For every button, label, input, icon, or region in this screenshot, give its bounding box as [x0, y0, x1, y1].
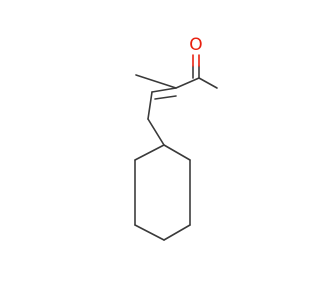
chain-bond-ch2-ch: [147, 91, 153, 120]
methyl-bond: [135, 74, 177, 89]
ring-bond-4: [134, 224, 165, 241]
side-chain: [135, 54, 218, 146]
molecule-diagram: O: [134, 35, 218, 241]
ring-bond-1: [163, 144, 191, 161]
oxygen-atom-label: O: [189, 35, 202, 55]
ring-bond-3: [163, 224, 191, 241]
aldehyde-ch-bond: [198, 77, 218, 89]
ring-bond-6: [134, 144, 165, 161]
cyclohexane-ring: [134, 144, 191, 241]
chain-bond-ring-ch2: [147, 118, 165, 146]
chain-bond-to-cho: [175, 77, 200, 89]
double-bond-line-1: [151, 87, 177, 93]
structure-canvas: O: [134, 35, 218, 241]
double-bond-line-2: [154, 95, 177, 100]
